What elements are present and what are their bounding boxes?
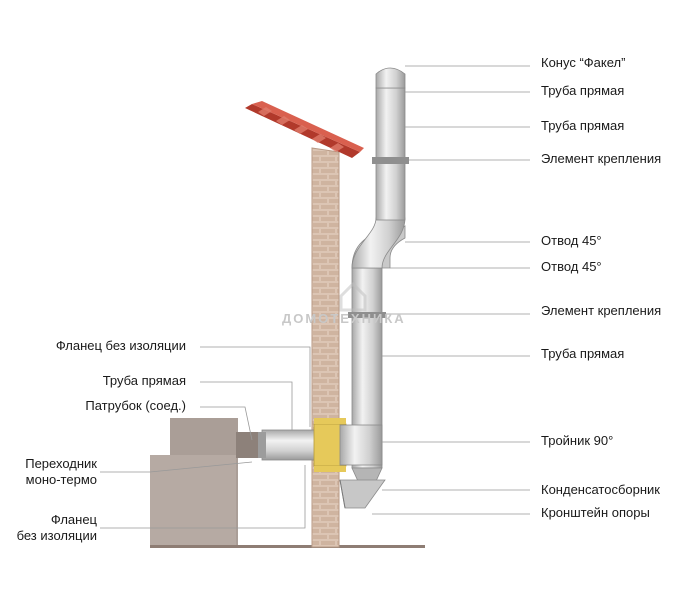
label-condensate-collector: Конденсатосборник [541,482,660,497]
label-cone-fakel: Конус “Факел” [541,55,626,70]
leader-lines-left [100,346,311,529]
leader-lines-right [372,65,530,515]
upper-vertical-pipe [372,67,409,221]
label-elbow-45-2: Отвод 45° [541,259,602,274]
label-flange-no-insulation-1: Фланец без изоляции [55,338,186,353]
elbows-45 [351,217,406,269]
label-fastening-element-1: Элемент крепления [541,151,662,166]
label-straight-pipe-1: Труба прямая [541,83,625,98]
label-branch-pipe: Патрубок (соед.) [85,398,186,413]
brick-wall [311,147,340,548]
lower-vertical-pipe [339,267,386,509]
roof [245,101,364,158]
label-straight-pipe-left: Труба прямая [102,373,186,388]
label-flange-no-insulation-2: Фланец без изоляции [16,512,97,543]
label-straight-pipe-2: Труба прямая [541,118,625,133]
label-straight-pipe-3: Труба прямая [541,346,625,361]
label-mono-thermo-adapter: Переходник моно-термо [25,456,97,487]
label-support-bracket: Кронштейн опоры [541,505,650,520]
boiler [150,418,264,545]
label-elbow-45-1: Отвод 45° [541,233,602,248]
floor [150,545,425,548]
watermark-text: ДОМОТЕХНИКА [282,311,406,326]
label-tee-90: Тройник 90° [541,433,614,448]
label-fastening-element-2: Элемент крепления [541,303,662,318]
house-logo-icon [339,281,367,312]
